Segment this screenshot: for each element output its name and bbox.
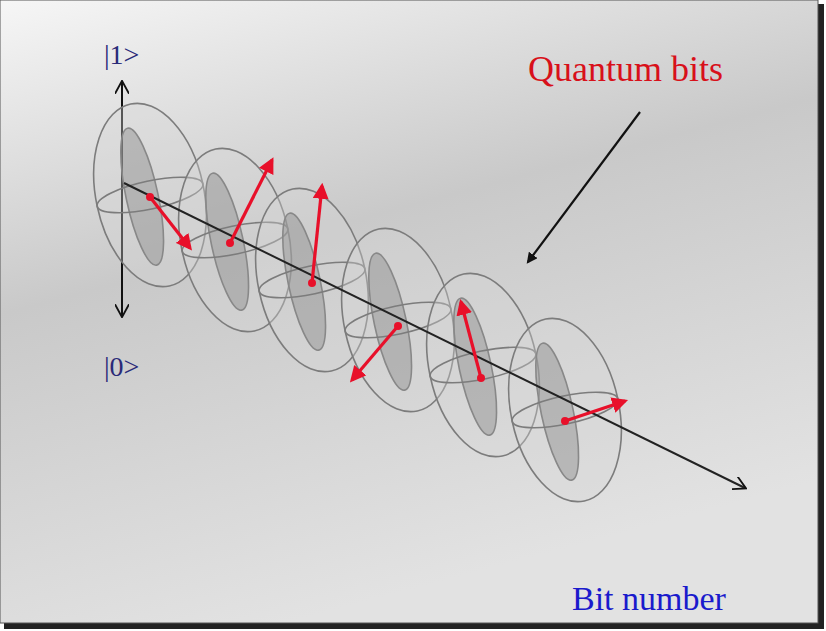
state-vector — [461, 302, 481, 378]
vector-dot — [226, 239, 234, 247]
sphere-shade — [527, 340, 587, 484]
state-vector — [312, 186, 322, 283]
sphere-shade — [360, 250, 420, 394]
qubit-spheres — [78, 93, 637, 512]
background-panel — [0, 0, 818, 623]
sphere-equator — [509, 385, 620, 435]
vector-dot — [308, 279, 316, 287]
callout-label: Quantum bits — [528, 50, 723, 90]
callout-pointer — [528, 112, 640, 262]
state-vector — [352, 326, 398, 380]
state-vectors — [150, 160, 625, 421]
state-vector — [230, 160, 272, 243]
state-label: |0> — [104, 352, 139, 383]
state-label: |1> — [104, 40, 139, 71]
bit-number-axis — [124, 183, 745, 488]
vector-dot — [561, 417, 569, 425]
state-vector — [565, 401, 625, 421]
sphere-shade — [197, 170, 257, 314]
vector-dot — [146, 193, 154, 201]
sphere-outline — [493, 308, 637, 512]
vector-origins — [146, 193, 569, 425]
state-vector — [150, 197, 190, 248]
sphere-shade — [112, 125, 172, 269]
vector-dot — [477, 374, 485, 382]
vector-dot — [394, 322, 402, 330]
axis-label: Bit number — [572, 580, 726, 617]
qubit-sphere — [493, 308, 637, 512]
